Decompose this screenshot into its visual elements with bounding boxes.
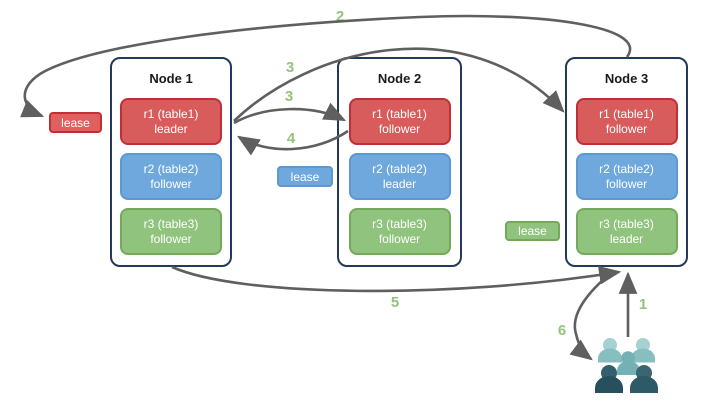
replica-role: follower [605, 121, 648, 136]
node1-replica-r1: r1 (table1) leader [120, 98, 222, 145]
lease-badge-green: lease [505, 221, 560, 241]
step-label-4: 4 [286, 130, 296, 147]
node-2-box: Node 2 r1 (table1) follower r2 (table2) … [337, 57, 462, 267]
replica-label: r2 (table2) [599, 161, 654, 176]
replica-role: follower [605, 176, 648, 191]
node3-replica-r3: r3 (table3) leader [575, 208, 678, 255]
users-group-icon [595, 338, 658, 393]
node-3-title: Node 3 [604, 71, 649, 86]
replica-label: r2 (table2) [143, 161, 199, 176]
replica-role: follower [150, 176, 192, 191]
replica-label: r1 (table1) [599, 106, 654, 121]
node-1-title: Node 1 [149, 71, 193, 86]
step-label-3-lower: 3 [284, 88, 294, 105]
lease-badge-blue: lease [277, 166, 333, 187]
node2-replica-r1: r1 (table1) follower [348, 98, 451, 145]
replica-label: r3 (table3) [372, 216, 427, 231]
replica-role: leader [382, 176, 417, 191]
node-3-box: Node 3 r1 (table1) follower r2 (table2) … [565, 57, 688, 267]
replica-role: follower [378, 121, 421, 136]
node3-replica-r1: r1 (table1) follower [575, 98, 678, 145]
replica-role: follower [378, 231, 421, 246]
step-label-6: 6 [557, 322, 567, 339]
replica-label: r1 (table1) [372, 106, 427, 121]
replica-label: r1 (table1) [143, 106, 199, 121]
node2-replica-r3: r3 (table3) follower [348, 208, 451, 255]
step-label-5: 5 [390, 294, 400, 311]
arrow-step-5 [171, 265, 622, 293]
arrow-step-3-to-node2 [233, 102, 347, 125]
node-1-box: Node 1 r1 (table1) leader r2 (table2) fo… [110, 57, 232, 267]
replica-label: r3 (table3) [143, 216, 199, 231]
replica-label: r2 (table2) [372, 161, 427, 176]
step-label-1: 1 [638, 296, 648, 313]
replica-role: leader [154, 121, 188, 136]
node3-replica-r2: r2 (table2) follower [575, 153, 678, 200]
replica-role: leader [609, 231, 644, 246]
lease-badge-red: lease [49, 112, 102, 133]
node1-replica-r2: r2 (table2) follower [120, 153, 222, 200]
replica-label: r3 (table3) [599, 216, 654, 231]
replica-role: follower [150, 231, 192, 246]
node1-replica-r3: r3 (table3) follower [120, 208, 222, 255]
node-2-title: Node 2 [377, 71, 422, 86]
node2-replica-r2: r2 (table2) leader [348, 153, 451, 200]
step-label-3-upper: 3 [285, 59, 295, 76]
step-label-2: 2 [335, 8, 345, 25]
